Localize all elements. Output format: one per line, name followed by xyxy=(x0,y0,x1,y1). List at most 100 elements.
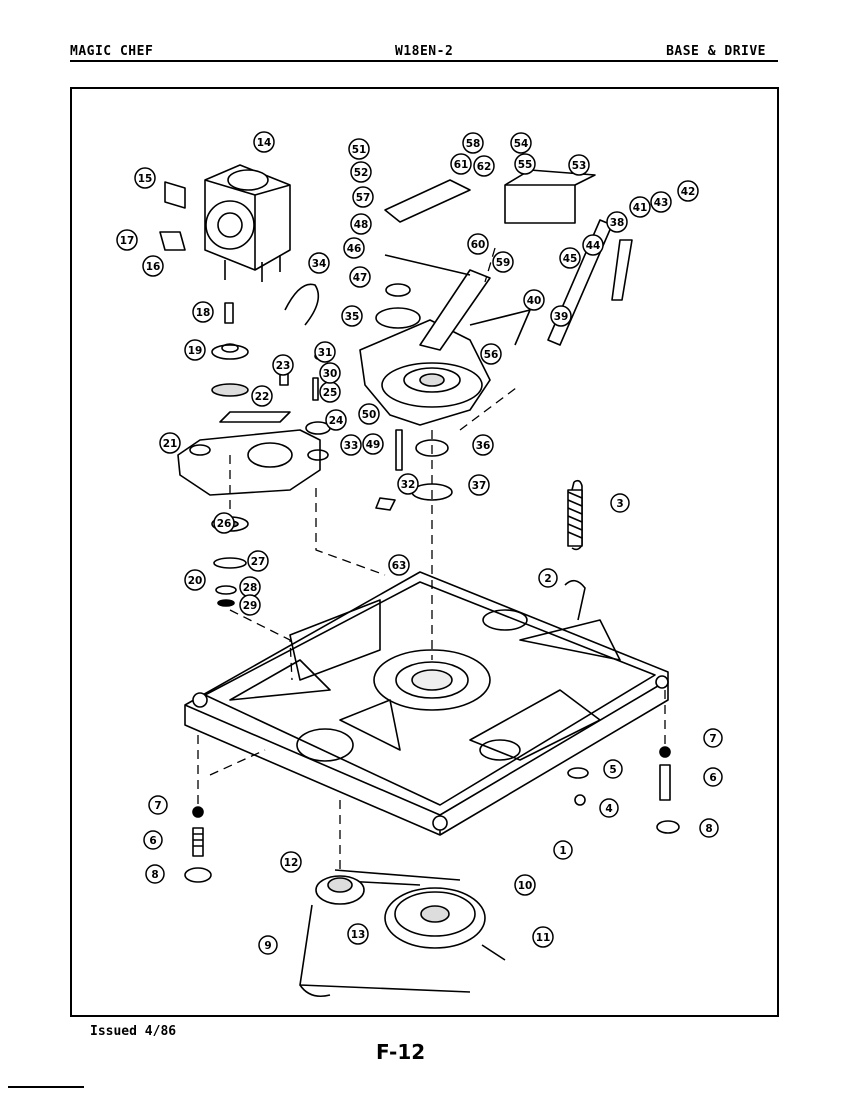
callout-circle xyxy=(319,362,341,384)
callout-circle xyxy=(472,434,494,456)
callout-circle xyxy=(308,252,330,274)
callout-circle xyxy=(352,186,374,208)
callout-38: 38 xyxy=(606,211,628,233)
callout-number: 34 xyxy=(312,258,327,270)
callout-number: 31 xyxy=(318,347,333,359)
callout-circle xyxy=(568,154,590,176)
callout-circle xyxy=(473,155,495,177)
callout-12: 12 xyxy=(280,851,302,873)
callout-circle xyxy=(148,795,168,815)
callout-number: 60 xyxy=(471,239,486,251)
callout-circle xyxy=(159,432,181,454)
callout-circle xyxy=(272,354,294,376)
callout-33: 33 xyxy=(340,434,362,456)
callout-circle xyxy=(603,759,623,779)
callout-number: 24 xyxy=(329,415,344,427)
callout-41: 41 xyxy=(629,196,651,218)
callout-51: 51 xyxy=(348,138,370,160)
callout-circle xyxy=(347,923,369,945)
callout-circle xyxy=(358,403,380,425)
callout-56: 56 xyxy=(480,343,502,365)
callout-circle xyxy=(247,550,269,572)
callout-circle xyxy=(253,131,275,153)
callout-number: 8 xyxy=(705,823,712,835)
callout-number: 4 xyxy=(605,803,612,815)
callout-number: 42 xyxy=(681,186,696,198)
callout-number: 6 xyxy=(709,772,716,784)
callout-circle xyxy=(213,512,235,534)
callout-15: 15 xyxy=(134,167,156,189)
callout-circle xyxy=(532,926,554,948)
callout-circle xyxy=(480,343,502,365)
callout-number: 5 xyxy=(609,764,616,776)
callout-circle xyxy=(677,180,699,202)
callout-number: 47 xyxy=(353,272,368,284)
callout-63: 63 xyxy=(388,554,410,576)
callout-59: 59 xyxy=(492,251,514,273)
callout-49: 49 xyxy=(362,433,384,455)
callout-1: 1 xyxy=(553,840,573,860)
callout-number: 21 xyxy=(163,438,178,450)
callout-13: 13 xyxy=(347,923,369,945)
callout-number: 36 xyxy=(476,440,491,452)
callout-circle xyxy=(258,935,278,955)
callout-circle xyxy=(350,213,372,235)
callout-number: 52 xyxy=(354,167,369,179)
callout-number: 8 xyxy=(151,869,158,881)
callout-circle xyxy=(397,473,419,495)
callout-number: 44 xyxy=(586,240,601,252)
callout-number: 2 xyxy=(544,573,551,585)
callout-37: 37 xyxy=(468,474,490,496)
callout-number: 57 xyxy=(356,192,371,204)
callout-62: 62 xyxy=(473,155,495,177)
callout-number: 51 xyxy=(352,144,367,156)
callout-number: 33 xyxy=(344,440,359,452)
callout-number: 13 xyxy=(351,929,366,941)
callout-circle xyxy=(349,266,371,288)
callout-35: 35 xyxy=(341,305,363,327)
callout-circle xyxy=(559,247,581,269)
callout-number: 35 xyxy=(345,311,360,323)
callout-number: 23 xyxy=(276,360,291,372)
callout-61: 61 xyxy=(450,153,472,175)
callout-17: 17 xyxy=(116,229,138,251)
callout-10: 10 xyxy=(514,874,536,896)
callout-circle xyxy=(348,138,370,160)
callout-number: 17 xyxy=(120,235,135,247)
callout-circle xyxy=(514,153,536,175)
callout-circle xyxy=(314,341,336,363)
section-title: BASE & DRIVE xyxy=(666,44,766,59)
callout-40: 40 xyxy=(523,289,545,311)
callout-24: 24 xyxy=(325,409,347,431)
callout-circle xyxy=(550,305,572,327)
callout-number: 41 xyxy=(633,202,648,214)
callout-circle xyxy=(184,339,206,361)
callout-circle xyxy=(582,234,604,256)
callout-7: 7 xyxy=(703,728,723,748)
callout-30: 30 xyxy=(319,362,341,384)
issue-date: Issued 4/86 xyxy=(90,1024,177,1039)
callout-circle xyxy=(145,864,165,884)
callout-number: 10 xyxy=(518,880,533,892)
callout-circle xyxy=(184,569,206,591)
callout-circle xyxy=(553,840,573,860)
callout-circle xyxy=(280,851,302,873)
callout-number: 20 xyxy=(188,575,203,587)
callout-circle xyxy=(703,767,723,787)
leveling-feet-drawing xyxy=(184,746,680,883)
callout-circle xyxy=(116,229,138,251)
callout-16: 16 xyxy=(142,255,164,277)
callout-number: 43 xyxy=(654,197,669,209)
callout-circle xyxy=(362,433,384,455)
callout-circle xyxy=(467,233,489,255)
callout-circle xyxy=(340,434,362,456)
callout-circle xyxy=(134,167,156,189)
callout-circle xyxy=(468,474,490,496)
callout-number: 54 xyxy=(514,138,529,150)
callout-number: 7 xyxy=(709,733,716,745)
callout-number: 18 xyxy=(196,307,211,319)
callout-45: 45 xyxy=(559,247,581,269)
callout-circle xyxy=(703,728,723,748)
callout-circle xyxy=(523,289,545,311)
callout-8: 8 xyxy=(699,818,719,838)
